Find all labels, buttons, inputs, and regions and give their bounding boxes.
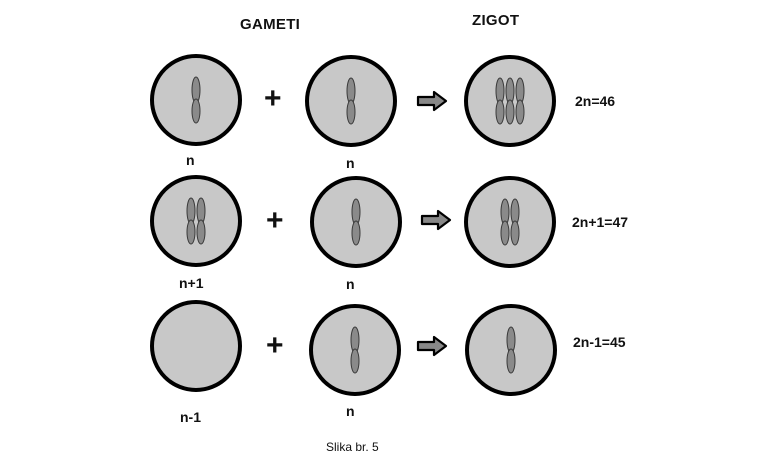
plus-sign: + xyxy=(264,82,282,115)
gamete-label: n-1 xyxy=(180,409,201,425)
arrow-icon xyxy=(420,209,452,231)
karyotype-result: 2n=46 xyxy=(575,93,616,109)
chromosome xyxy=(505,77,515,125)
arrow-icon xyxy=(416,335,448,357)
karyotype-result: 2n+1=47 xyxy=(572,214,629,230)
chromosome xyxy=(495,77,505,125)
chromosome xyxy=(186,197,196,245)
chromosome xyxy=(346,77,356,125)
gamete-label: n xyxy=(346,155,355,171)
chromosome xyxy=(196,197,206,245)
zygote-cell xyxy=(464,176,556,268)
chromosome xyxy=(350,326,360,374)
chromosome xyxy=(351,198,361,246)
gamete-cell xyxy=(150,175,242,267)
gamete-label: n xyxy=(186,152,195,168)
figure-caption: Slika br. 5 xyxy=(326,440,379,454)
gamete-label: n+1 xyxy=(179,275,204,291)
plus-sign: + xyxy=(266,329,284,362)
chromosome xyxy=(515,77,525,125)
gamete-label: n xyxy=(346,403,355,419)
chromosome xyxy=(506,326,516,374)
chromosome xyxy=(500,198,510,246)
chromosome xyxy=(510,198,520,246)
zygote-header: ZIGOT xyxy=(472,12,520,29)
gametes-header: GAMETI xyxy=(240,16,301,33)
gamete-label: n xyxy=(346,276,355,292)
chromosome xyxy=(191,76,201,124)
plus-sign: + xyxy=(266,204,284,237)
gamete-cell xyxy=(150,300,242,392)
arrow-icon xyxy=(416,90,448,112)
karyotype-result: 2n-1=45 xyxy=(573,334,626,350)
